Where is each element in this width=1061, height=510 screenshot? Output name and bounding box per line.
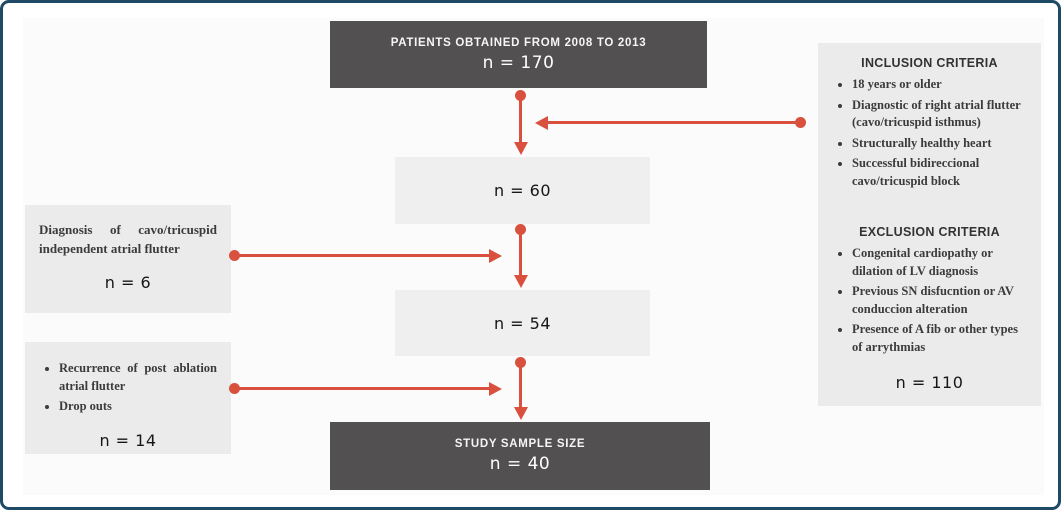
list-item: Structurally healthy heart (852, 135, 1027, 153)
inclusion-criteria-list: 18 years or older Diagnostic of right at… (828, 76, 1031, 193)
patients-obtained-box: PATIENTS OBTAINED FROM 2008 TO 2013 n = … (330, 21, 707, 88)
exclusion-criteria-list: Congenital cardiopathy or dilation of LV… (828, 245, 1031, 359)
study-sample-size-n: n = 40 (489, 454, 551, 474)
exclusion-criteria-n: n = 110 (895, 373, 964, 392)
cavo-tricuspid-exclusion-text: Diagnosis of cavo/tricuspid independent … (39, 222, 217, 256)
arrow-dot (515, 357, 526, 368)
list-item: Diagnostic of right atrial flutter (cavo… (852, 97, 1027, 132)
arrowhead-down-icon (514, 407, 528, 420)
recurrence-dropouts-n: n = 14 (99, 430, 157, 450)
criteria-box: INCLUSION CRITERIA 18 years or older Dia… (818, 43, 1041, 406)
arrow-line (519, 363, 522, 408)
arrowhead-left-icon (535, 116, 548, 130)
list-item: 18 years or older (852, 76, 1027, 94)
list-item: Previous SN disfucntion or AV conduccion… (852, 283, 1027, 318)
arrowhead-right-icon (489, 249, 502, 263)
cavo-tricuspid-exclusion-n: n = 6 (104, 272, 152, 292)
arrow-dot (515, 90, 526, 101)
cavo-tricuspid-exclusion-box: Diagnosis of cavo/tricuspid independent … (25, 205, 231, 313)
study-sample-size-title: STUDY SAMPLE SIZE (454, 438, 586, 450)
n54-value: n = 54 (493, 313, 552, 333)
arrow-line (235, 254, 489, 257)
study-sample-size-box: STUDY SAMPLE SIZE n = 40 (330, 422, 710, 490)
arrowhead-down-icon (514, 142, 528, 155)
arrow-dot (229, 250, 240, 261)
n54-box: n = 54 (395, 290, 650, 356)
list-item: Drop outs (59, 398, 217, 416)
arrow-line (548, 121, 801, 124)
arrowhead-down-icon (514, 275, 528, 288)
n60-box: n = 60 (395, 157, 650, 224)
arrow-dot (515, 224, 526, 235)
arrow-line (235, 387, 489, 390)
arrow-line (519, 230, 522, 276)
inclusion-criteria-title: INCLUSION CRITERIA (861, 56, 998, 70)
list-item: Presence of A fib or other types of arry… (852, 321, 1027, 356)
patients-obtained-n: n = 170 (482, 52, 555, 73)
arrowhead-right-icon (489, 382, 502, 396)
recurrence-dropouts-list: Recurrence of post ablation atrial flutt… (35, 360, 221, 419)
n60-value: n = 60 (493, 181, 552, 200)
arrow-line (519, 96, 522, 144)
arrow-dot (229, 383, 240, 394)
recurrence-dropouts-box: Recurrence of post ablation atrial flutt… (25, 342, 231, 454)
exclusion-criteria-title: EXCLUSION CRITERIA (859, 225, 1000, 239)
patients-obtained-title: PATIENTS OBTAINED FROM 2008 TO 2013 (390, 36, 647, 49)
list-item: Recurrence of post ablation atrial flutt… (59, 360, 217, 395)
list-item: Congenital cardiopathy or dilation of LV… (852, 245, 1027, 280)
list-item: Successful bidireccional cavo/tricuspid … (852, 155, 1027, 190)
